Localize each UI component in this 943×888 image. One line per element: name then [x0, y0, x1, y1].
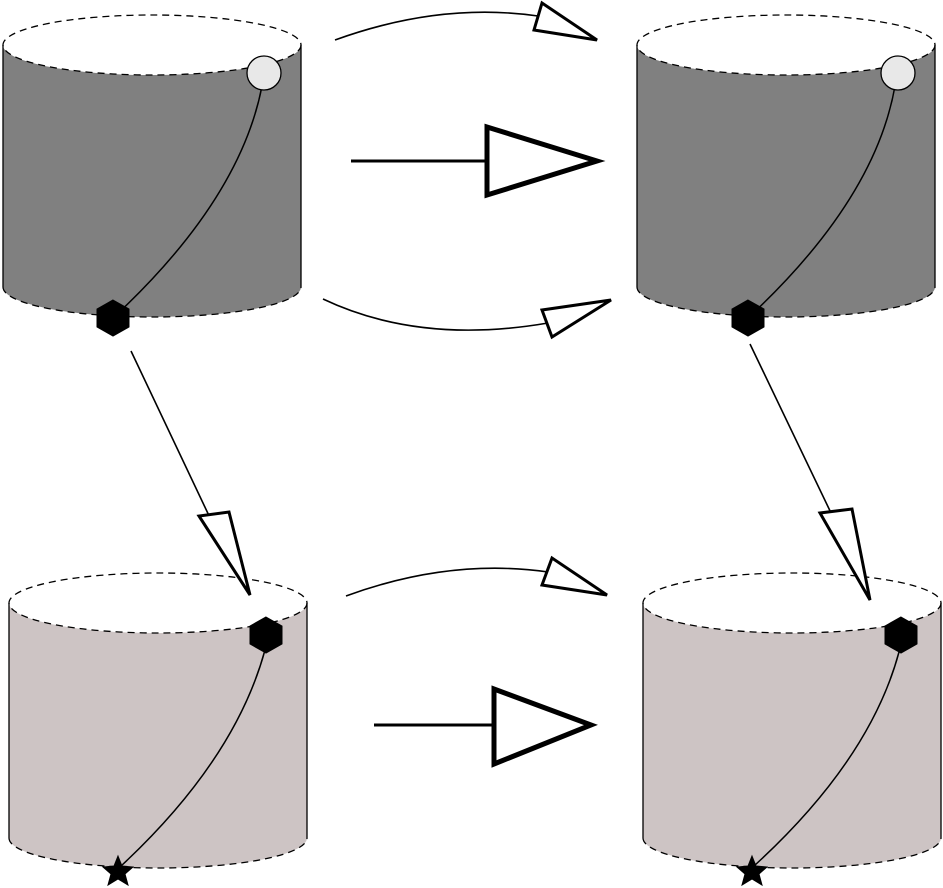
- cylinder-bottom-rim: [2, 286, 302, 318]
- cylinder-body: [9, 603, 307, 868]
- cylinder-path-curve: [747, 85, 896, 319]
- arrowhead: [196, 510, 252, 596]
- arrow-top-lower-curve: [322, 298, 612, 340]
- cylinder-bottom-left: [8, 572, 308, 887]
- hexagon-marker: [96, 299, 130, 337]
- arrow-shaft: [345, 567, 549, 597]
- cylinder-top-left: [2, 14, 302, 337]
- cylinder-path-curve: [120, 649, 266, 867]
- arrow-left-vertical: [130, 350, 252, 596]
- cylinder-path-curve: [753, 651, 900, 867]
- star-marker: [735, 854, 769, 887]
- cylinder-bottom-right: [642, 572, 942, 887]
- arrow-bottom-middle: [374, 685, 598, 768]
- arrow-shaft: [130, 350, 213, 523]
- arrow-shaft: [322, 298, 549, 331]
- cylinder-bottom-rim: [8, 837, 308, 869]
- arrowhead: [817, 507, 872, 601]
- arrow-top-upper-curve: [334, 0, 598, 42]
- arrowhead: [539, 298, 612, 340]
- arrowhead: [484, 123, 606, 199]
- hexagon-marker: [884, 616, 918, 654]
- arrow-shaft: [749, 343, 833, 516]
- arrow-top-middle: [351, 123, 606, 199]
- star-marker: [101, 854, 135, 887]
- arrow-shaft: [334, 11, 539, 41]
- cylinder-body: [643, 603, 941, 868]
- cylinder-path-curve: [112, 85, 263, 319]
- hexagon-marker: [249, 616, 283, 654]
- arrowhead: [491, 685, 598, 768]
- arrow-right-vertical: [749, 343, 872, 601]
- arrow-bottom-upper-curve: [345, 555, 608, 597]
- hexagon-marker: [731, 299, 765, 337]
- circle-marker: [880, 55, 916, 91]
- cylinder-body: [637, 45, 935, 317]
- cylinder-bottom-rim: [642, 837, 942, 869]
- arrowhead: [539, 555, 608, 597]
- circle-marker: [246, 55, 282, 91]
- cylinder-bottom-rim: [636, 286, 936, 318]
- cylinder-body: [3, 45, 301, 317]
- arrowhead: [532, 0, 598, 42]
- cylinder-top-right: [636, 14, 936, 337]
